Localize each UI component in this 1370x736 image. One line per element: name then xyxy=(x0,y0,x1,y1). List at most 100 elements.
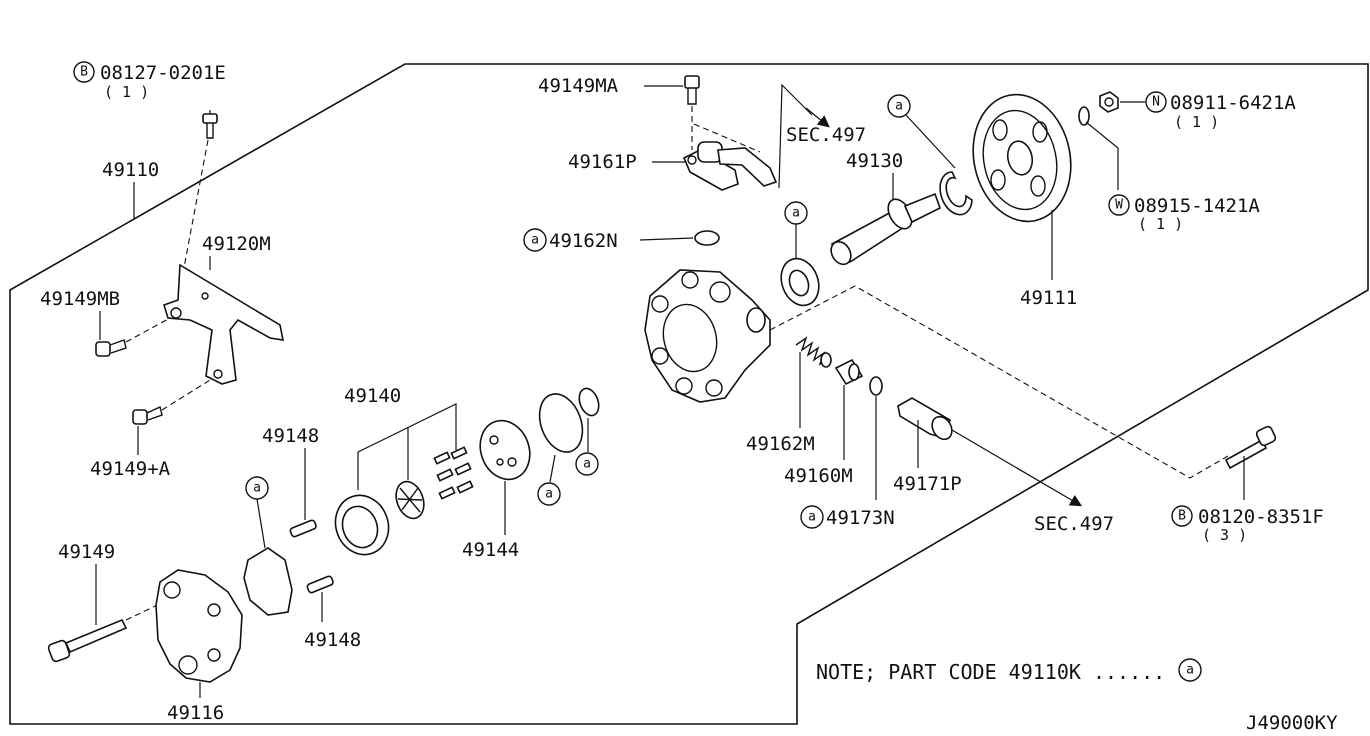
pin-49148-icon[interactable] xyxy=(306,575,334,594)
arrow-sec497-bottom xyxy=(951,429,1083,507)
bracket-hole-icon xyxy=(213,369,223,379)
bracket-hole-icon xyxy=(170,307,182,319)
connector-49171P-icon[interactable] xyxy=(897,397,956,443)
bolt-mark-b: B xyxy=(1178,509,1186,524)
label-49148-top[interactable]: 49148 xyxy=(262,425,319,447)
gasket-icon[interactable] xyxy=(243,547,293,616)
label-49161P[interactable]: 49161P xyxy=(568,151,637,173)
note-text: NOTE; PART CODE 49110K ...... xyxy=(816,660,1165,684)
kit-marker-a: a xyxy=(253,481,261,496)
valve-49160M-icon[interactable] xyxy=(834,358,864,386)
pulley-49111-icon[interactable] xyxy=(962,85,1083,230)
label-49140[interactable]: 49140 xyxy=(344,385,401,407)
label-49149A[interactable]: 49149+A xyxy=(90,458,171,480)
dashed-guide-49149MB xyxy=(125,317,171,343)
bracket-49120M-icon[interactable] xyxy=(163,263,285,385)
diagram-code: J49000KY xyxy=(1246,712,1338,734)
leader-gasket xyxy=(256,498,266,549)
leader-bracket-49140 xyxy=(357,403,457,490)
body-hole-icon xyxy=(651,295,669,313)
body-hole-icon xyxy=(651,347,669,365)
oil-seal-icon[interactable] xyxy=(775,253,825,310)
kit-marker-a-icon xyxy=(523,228,547,252)
o-ring-49162N-icon[interactable] xyxy=(694,230,720,246)
bolt-49149MB-icon[interactable] xyxy=(95,339,127,357)
dashed-guide-08120 xyxy=(769,285,1229,479)
kit-marker-a-icon xyxy=(575,452,599,476)
part-number-49111: 49111 xyxy=(1020,287,1077,309)
bolt-08127-icon[interactable] xyxy=(202,113,218,139)
callout-08120[interactable]: B 08120-8351F ( 3 ) xyxy=(1171,505,1324,544)
side-plate-49144-icon[interactable] xyxy=(472,414,538,487)
label-49120M[interactable]: 49120M xyxy=(202,233,271,255)
arrow-sec497-top xyxy=(805,107,830,128)
link-sec497-top[interactable]: SEC.497 xyxy=(786,124,866,146)
part-number-49161P: 49161P xyxy=(568,151,637,173)
leader-snap-ring xyxy=(905,114,956,169)
label-49111[interactable]: 49111 xyxy=(1020,287,1077,309)
o-ring-49173N-icon[interactable] xyxy=(869,376,883,396)
label-49148-bottom[interactable]: 49148 xyxy=(304,629,361,651)
link-sec497-bottom[interactable]: SEC.497 xyxy=(1034,513,1114,535)
part-number-49148-bottom: 49148 xyxy=(304,629,361,651)
part-number-49144: 49144 xyxy=(462,539,519,561)
snap-ring-icon[interactable] xyxy=(939,171,973,216)
cover-hole-icon xyxy=(207,648,221,662)
leader-o-ring-large xyxy=(549,454,556,483)
callout-08911[interactable]: N 08911-6421A ( 1 ) xyxy=(1145,91,1296,131)
label-49149MB[interactable]: 49149MB xyxy=(40,288,120,310)
label-49149MA[interactable]: 49149MA xyxy=(538,75,619,97)
pump-body-icon[interactable] xyxy=(644,269,771,403)
bolt-08120-icon[interactable] xyxy=(1224,425,1277,470)
body-bore-icon xyxy=(662,303,718,373)
pin-49148-icon[interactable] xyxy=(289,519,317,538)
vanes-icon[interactable] xyxy=(433,446,474,500)
kit-marker-a: a xyxy=(895,99,903,114)
leader-sec497-top xyxy=(778,83,813,189)
part-number-49173N: 49173N xyxy=(826,507,895,529)
note-part-code: NOTE; PART CODE 49110K ...... a xyxy=(816,658,1202,684)
label-49162M[interactable]: 49162M xyxy=(746,433,815,455)
part-number-49149: 49149 xyxy=(58,541,115,563)
cam-ring-icon[interactable] xyxy=(327,488,396,562)
nut-08911-icon[interactable] xyxy=(1099,91,1119,113)
part-number-49162N: 49162N xyxy=(549,230,618,252)
label-49110[interactable]: 49110 xyxy=(102,159,159,181)
part-number-49160M: 49160M xyxy=(784,465,853,487)
rear-cover-49116-icon[interactable] xyxy=(155,569,243,683)
part-number-49149MB: 49149MB xyxy=(40,288,120,310)
bolt-mark-b: B xyxy=(80,65,88,80)
drive-shaft-49130-icon[interactable] xyxy=(827,192,941,268)
washer-08915-icon[interactable] xyxy=(1078,106,1090,126)
section-ref-497-bottom: SEC.497 xyxy=(1034,513,1114,535)
label-49173N[interactable]: a 49173N xyxy=(800,505,895,529)
label-49130[interactable]: 49130 xyxy=(846,150,903,172)
bolt-49149A-icon[interactable] xyxy=(132,406,163,425)
suction-fitting-49161P-icon[interactable] xyxy=(682,141,778,191)
qty-08127: ( 1 ) xyxy=(104,83,149,101)
label-49162N[interactable]: a 49162N xyxy=(523,228,618,252)
o-ring-large-icon[interactable] xyxy=(532,388,590,458)
leader-49162N xyxy=(639,237,694,241)
part-number-49171P: 49171P xyxy=(893,473,962,495)
callout-08127[interactable]: B 08127-0201E ( 1 ) xyxy=(73,61,226,101)
callout-08915[interactable]: W 08915-1421A ( 1 ) xyxy=(1108,194,1260,233)
bolt-49149MA-icon[interactable] xyxy=(684,75,700,105)
long-bolt-49149-icon[interactable] xyxy=(47,618,128,663)
body-hole-icon xyxy=(681,271,699,289)
kit-marker-a-icon xyxy=(887,94,911,118)
dashed-guide-49149A xyxy=(161,379,211,411)
circle-b-icon xyxy=(73,61,95,83)
part-number-49149A: 49149+A xyxy=(90,458,171,480)
label-49160M[interactable]: 49160M xyxy=(784,465,853,487)
kit-marker-a: a xyxy=(792,206,800,221)
o-ring-small-icon[interactable] xyxy=(576,386,602,418)
label-49144[interactable]: 49144 xyxy=(462,539,519,561)
label-49171P[interactable]: 49171P xyxy=(893,473,962,495)
label-49116[interactable]: 49116 xyxy=(167,702,224,724)
rotor-icon[interactable] xyxy=(391,478,428,523)
spring-49162M-icon[interactable] xyxy=(795,336,832,368)
label-49149[interactable]: 49149 xyxy=(58,541,115,563)
nut-mark-n: N xyxy=(1152,95,1160,110)
dashed-guide-49149 xyxy=(125,599,169,621)
